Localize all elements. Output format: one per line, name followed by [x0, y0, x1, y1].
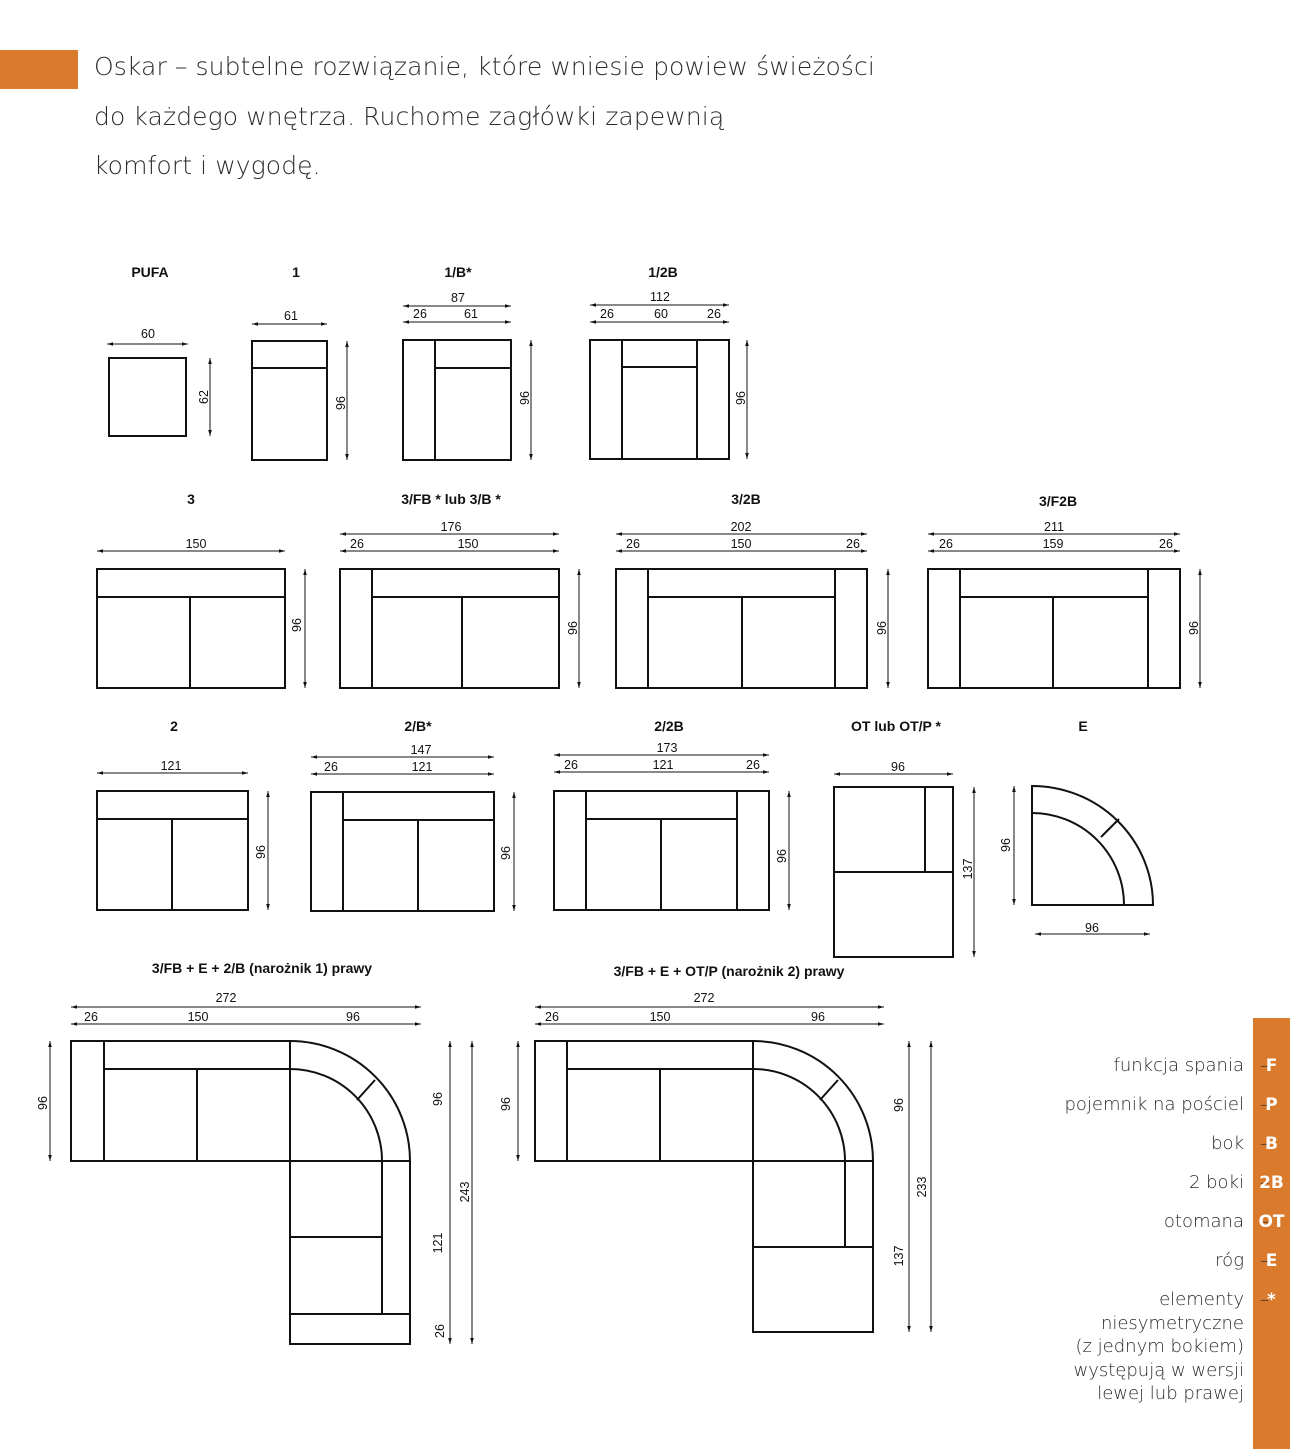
dimension-value: 26	[324, 760, 338, 774]
dimension-value: 272	[694, 991, 715, 1005]
dimension-value: 60	[141, 327, 155, 341]
dimension-value: 150	[186, 537, 207, 551]
corner-label: 3/FB + E + 2/B (narożnik 1) prawy	[152, 960, 372, 976]
dimension-value: 62	[197, 390, 211, 404]
dimension-value: 61	[464, 307, 478, 321]
module-label: 3/FB * lub 3/B *	[401, 491, 501, 507]
dimension-value: 233	[915, 1177, 929, 1198]
dimension-value: 26	[939, 537, 953, 551]
dimension-value: 112	[650, 290, 670, 304]
module-label: 2/B*	[404, 718, 432, 734]
dimension-values: 60 62 61 96 87 26 61 96 112 26 60 26 96 …	[36, 290, 1201, 1338]
module-label: 3	[187, 491, 195, 507]
dimension-value: 26	[626, 537, 640, 551]
dimension-value: 96	[346, 1010, 360, 1024]
dimension-value: 159	[1043, 537, 1064, 551]
dimension-value: 61	[284, 309, 298, 323]
dimension-value: 96	[254, 845, 268, 859]
dimension-value: 26	[350, 537, 364, 551]
dimension-value: 121	[412, 760, 433, 774]
dimension-value: 150	[731, 537, 752, 551]
dimension-value: 150	[458, 537, 479, 551]
dimension-value: 176	[441, 520, 462, 534]
dimension-value: 96	[431, 1092, 445, 1106]
dimension-value: 202	[731, 520, 752, 534]
module-label: OT lub OT/P *	[851, 718, 942, 734]
dimension-value: 26	[84, 1010, 98, 1024]
module-label: 1	[292, 264, 300, 280]
dimension-value: 147	[411, 743, 432, 757]
dimension-value: 96	[334, 396, 348, 410]
dimension-value: 26	[600, 307, 614, 321]
dimension-value: 137	[892, 1246, 906, 1267]
dimension-value: 96	[775, 849, 789, 863]
module-label: PUFA	[131, 264, 168, 280]
dimension-value: 121	[653, 758, 674, 772]
dimension-value: 150	[188, 1010, 209, 1024]
module-label: E	[1078, 718, 1087, 734]
dimension-value: 137	[961, 859, 975, 880]
dimension-value: 96	[566, 621, 580, 635]
dimension-value: 96	[892, 1098, 906, 1112]
dimension-value: 96	[518, 391, 532, 405]
dimension-value: 96	[1085, 921, 1099, 935]
dimension-value: 96	[875, 621, 889, 635]
dimension-value: 96	[499, 846, 513, 860]
dimension-value: 26	[564, 758, 578, 772]
dimension-value: 26	[1159, 537, 1173, 551]
dimension-value: 96	[811, 1010, 825, 1024]
dimension-value: 26	[846, 537, 860, 551]
module-labels: PUFA 1 1/B* 1/2B 3 3/FB * lub 3/B * 3/2B…	[131, 264, 1087, 979]
dimension-value: 96	[734, 391, 748, 405]
dimension-value: 96	[36, 1096, 50, 1110]
dimension-value: 121	[161, 759, 182, 773]
module-label: 3/F2B	[1039, 493, 1077, 509]
dimension-value: 96	[999, 838, 1013, 852]
module-label: 3/2B	[731, 491, 761, 507]
dimension-value: 96	[1187, 621, 1201, 635]
dimension-value: 243	[458, 1182, 472, 1203]
intro-line: Oskar – subtelne rozwiązanie, które wnie…	[94, 52, 875, 81]
intro-line: komfort i wygodę.	[94, 151, 321, 180]
outline-shapes	[70, 339, 1181, 1345]
intro-text: Oskar – subtelne rozwiązanie, które wnie…	[94, 42, 875, 191]
dimension-value: 272	[216, 991, 237, 1005]
module-label: 2	[170, 718, 178, 734]
dimension-value: 26	[707, 307, 721, 321]
dimension-value: 26	[746, 758, 760, 772]
dimension-value: 211	[1044, 520, 1064, 534]
legend-color-strip	[1253, 1018, 1290, 1449]
module-label: 2/2B	[654, 718, 684, 734]
dimension-value: 121	[431, 1233, 445, 1254]
dimension-value: 60	[654, 307, 668, 321]
dimension-value: 26	[413, 307, 427, 321]
dimension-value: 26	[433, 1324, 447, 1338]
dimension-value: 150	[650, 1010, 671, 1024]
dimension-value: 87	[451, 291, 465, 305]
dimension-value: 173	[657, 741, 678, 755]
accent-bar	[0, 50, 78, 89]
module-label: 1/2B	[648, 264, 678, 280]
dimension-value: 96	[499, 1097, 513, 1111]
intro-line: do każdego wnętrza. Ruchome zagłówki zap…	[94, 101, 725, 131]
module-label: 1/B*	[444, 264, 472, 280]
corner-label: 3/FB + E + OT/P (narożnik 2) prawy	[614, 963, 845, 979]
dimension-value: 96	[290, 618, 304, 632]
dimension-value: 96	[891, 760, 905, 774]
dimension-lines	[48, 303, 1202, 1344]
dimension-value: 26	[545, 1010, 559, 1024]
